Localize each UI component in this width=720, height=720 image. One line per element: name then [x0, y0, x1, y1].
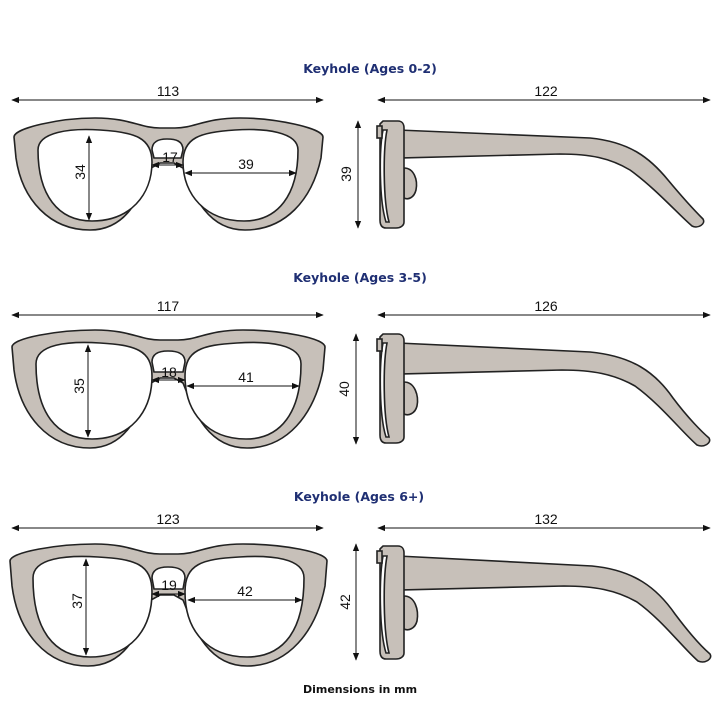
side-view: 132 42: [337, 511, 712, 663]
lens-edge: [379, 129, 391, 223]
bridge-width-label: 18: [161, 364, 177, 380]
temple-length-label: 126: [534, 298, 558, 314]
front-view: 117 35 18 41: [11, 298, 326, 449]
temple-arm: [397, 129, 705, 228]
temple-length-label: 122: [534, 83, 558, 99]
side-view: 126 40: [336, 298, 711, 447]
section-title: Keyhole (Ages 0-2): [303, 61, 437, 76]
right-lens: [184, 555, 305, 658]
lens-height-label: 34: [72, 164, 88, 180]
temple-arm: [397, 342, 711, 447]
left-lens: [37, 128, 153, 222]
front-width-label: 123: [156, 511, 180, 527]
nose-pad: [403, 595, 419, 631]
lens-edge: [379, 342, 391, 438]
front-view: 113 34 17 39: [11, 83, 324, 231]
front-width-label: 113: [157, 83, 180, 99]
section-ages-3-5: Keyhole (Ages 3-5) 117 35 18 41 126 40: [11, 270, 711, 449]
lens-height-label: 37: [69, 593, 85, 609]
nose-pad: [403, 381, 419, 416]
section-ages-0-2: Keyhole (Ages 0-2) 113 34 17 39 122 39: [11, 61, 711, 231]
side-height-label: 39: [338, 166, 354, 182]
side-view: 122 39: [338, 83, 711, 229]
bridge-width-label: 17: [162, 149, 178, 165]
section-title: Keyhole (Ages 6+): [294, 489, 424, 504]
lens-width-label: 41: [238, 369, 254, 385]
section-title: Keyhole (Ages 3-5): [293, 270, 427, 285]
keyhole-bridge: [151, 566, 186, 590]
lens-width-label: 42: [237, 583, 253, 599]
front-view: 123 37 19 42: [9, 511, 328, 667]
lens-height-label: 35: [71, 378, 87, 394]
side-height-label: 42: [337, 594, 353, 610]
lens-width-label: 39: [238, 156, 254, 172]
temple-length-label: 132: [534, 511, 558, 527]
keyhole-bridge: [151, 138, 184, 159]
units-footnote: Dimensions in mm: [303, 683, 417, 696]
section-ages-6-plus: Keyhole (Ages 6+) 123 37 19 42 132 42: [9, 489, 712, 667]
hinge: [376, 338, 383, 352]
hinge: [376, 125, 383, 139]
lens-edge: [379, 555, 391, 654]
hinge: [376, 550, 383, 564]
right-lens: [184, 341, 302, 440]
nose-pad: [403, 167, 418, 200]
bridge-width-label: 19: [161, 577, 177, 593]
temple-arm: [397, 555, 712, 663]
side-height-label: 40: [336, 381, 352, 397]
keyhole-bridge: [151, 350, 186, 373]
front-width-label: 117: [157, 298, 180, 314]
